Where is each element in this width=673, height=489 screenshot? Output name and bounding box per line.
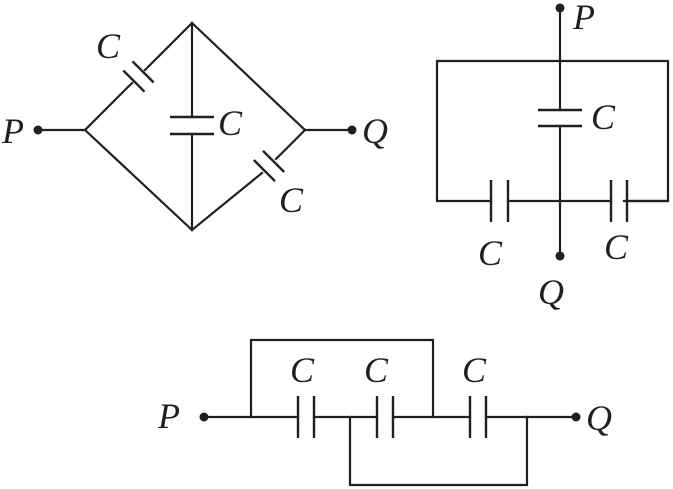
series-cap-2-label: C [364, 350, 389, 390]
diamond-circuit: P C C C Q [1, 21, 388, 232]
diamond-terminal-p-dot [33, 125, 43, 135]
diamond-terminal-p-label: P [1, 111, 24, 151]
series-circuit: P C C C Q [157, 338, 612, 487]
diamond-wire [83, 81, 134, 132]
series-capacitor-1 [296, 396, 316, 438]
series-lower-loop [348, 415, 529, 487]
diamond-wire [190, 21, 307, 132]
box-frame [435, 59, 670, 203]
series-terminal-q-label: Q [586, 398, 612, 438]
box-circuit: P C C C Q [435, 0, 670, 312]
box-cap-right-label: C [604, 227, 629, 267]
diamond-capacitor-upper-left [122, 60, 155, 93]
series-upper-loop [249, 338, 435, 419]
box-terminal-q-label: Q [538, 272, 564, 312]
diamond-terminal-q-label: Q [362, 111, 388, 151]
diamond-wire [274, 128, 307, 161]
diamond-wire [143, 21, 194, 72]
series-terminal-p-label: P [157, 396, 180, 436]
series-capacitor-2 [375, 396, 395, 438]
series-cap-1-label: C [290, 350, 315, 390]
diamond-cap-middle-label: C [218, 103, 243, 143]
diamond-terminal-q-dot [347, 125, 357, 135]
box-terminal-q-dot [555, 251, 565, 261]
box-capacitor-middle [538, 108, 582, 128]
diamond-cap-upper-left-label: C [96, 26, 121, 66]
box-cap-left-label: C [478, 233, 503, 273]
box-terminal-p-label: P [572, 0, 595, 37]
diamond-wire [83, 128, 194, 232]
series-capacitor-3 [468, 396, 488, 438]
box-cap-middle-label: C [591, 97, 616, 137]
diamond-wire [190, 171, 264, 232]
diamond-capacitor-lower-right [252, 149, 286, 183]
diamond-cap-lower-right-label: C [279, 180, 304, 220]
series-cap-3-label: C [462, 350, 487, 390]
box-capacitor-left [489, 180, 510, 222]
diamond-capacitor-middle [170, 115, 214, 136]
series-terminal-q-dot [571, 412, 581, 422]
